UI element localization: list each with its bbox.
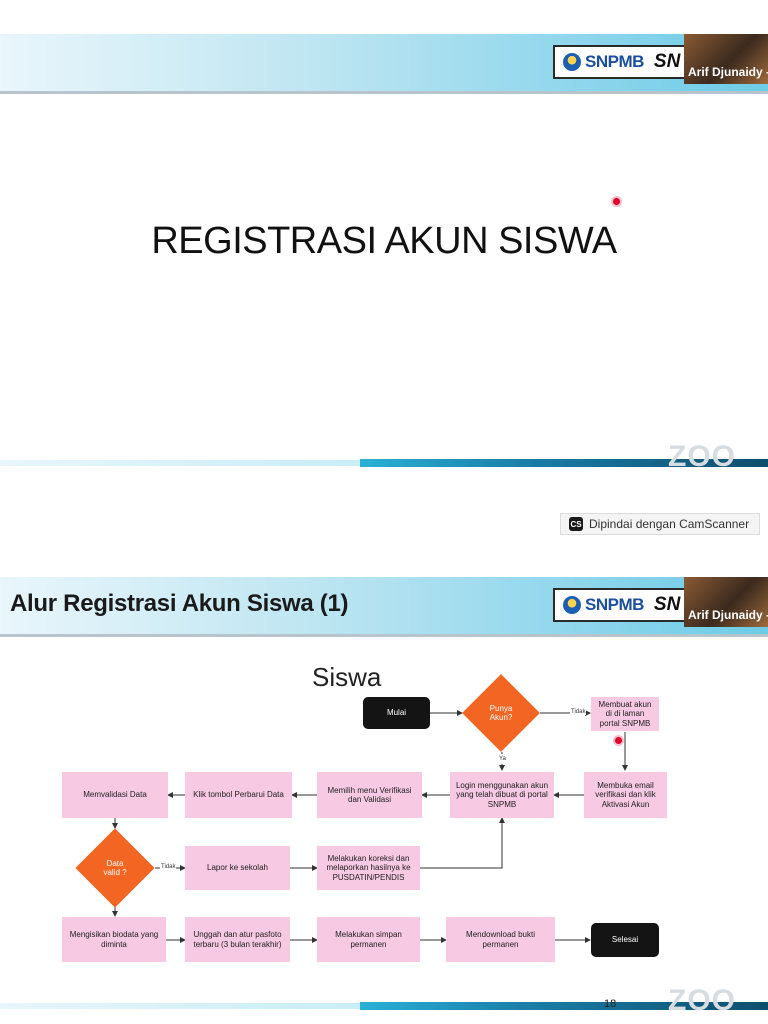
edge-label-tidak-akun: Tidak xyxy=(570,709,587,715)
node-membuka-email-label: Membuka email verifikasi dan klik Aktiva… xyxy=(595,781,656,809)
slide1-header-divider xyxy=(0,91,768,94)
slide1-title: REGISTRASI AKUN SISWA xyxy=(151,220,617,262)
node-mengisikan-biodata: Mengisikan biodata yang diminta xyxy=(62,917,166,962)
slide2-footer-band-light xyxy=(0,1003,360,1009)
node-mulai: Mulai xyxy=(363,697,430,729)
node-punya-akun-label: Punya Akun? xyxy=(489,703,513,722)
node-simpan-permanen: Melakukan simpan permanen xyxy=(317,917,420,962)
node-melakukan-koreksi-label: Melakukan koreksi dan melaporkan hasilny… xyxy=(326,854,411,882)
camscanner-icon: CS xyxy=(569,517,583,531)
slide1-footer-band-dark xyxy=(360,459,768,467)
laser-pointer-dot xyxy=(613,198,620,205)
snpmb-logo-text: SNPMB xyxy=(585,52,644,71)
node-klik-perbarui-label: Klik tombol Perbarui Data xyxy=(193,790,284,800)
node-download-bukti-label: Mendownload bukti permanen xyxy=(466,930,535,949)
node-memilih-menu: Memilih menu Verifikasi dan Validasi xyxy=(317,772,422,818)
node-data-valid-label: Data valid ? xyxy=(103,858,127,877)
node-unggah-pasfoto-label: Unggah dan atur pasfoto terbaru (3 bulan… xyxy=(193,930,282,949)
node-membuat-akun-label: Membuat akun di di laman portal SNPMB xyxy=(598,700,652,728)
slide2-title: Alur Registrasi Akun Siswa (1) xyxy=(10,590,349,617)
snpmb-emblem-icon xyxy=(563,53,581,71)
slide2-footer-band-dark xyxy=(360,1002,768,1010)
presenter-name: Arif Djunaidy -... xyxy=(688,65,768,79)
node-login: Login menggunakan akun yang telah dibuat… xyxy=(450,772,554,818)
slide1-footer-band-light xyxy=(0,460,360,466)
edge-label-ya-akun: Ya xyxy=(498,756,507,762)
node-download-bukti: Mendownload bukti permanen xyxy=(446,917,555,962)
snpmb-logo-secondary: SN xyxy=(653,51,681,72)
presenter-video-tile-2: Arif Djunaidy -... xyxy=(684,577,768,627)
camscanner-badge: CS Dipindai dengan CamScanner xyxy=(560,513,760,535)
node-mengisikan-biodata-label: Mengisikan biodata yang diminta xyxy=(69,930,159,949)
zoom-watermark-2: ZOO xyxy=(668,984,736,1017)
snpmb-logo-secondary: SN xyxy=(653,594,681,615)
node-memilih-menu-label: Memilih menu Verifikasi dan Validasi xyxy=(327,785,412,804)
laser-pointer-dot-2 xyxy=(615,737,622,744)
node-memvalidasi: Memvalidasi Data xyxy=(62,772,168,818)
node-selesai-label: Selesai xyxy=(611,935,639,945)
node-lapor-sekolah-label: Lapor ke sekolah xyxy=(207,863,268,873)
node-login-label: Login menggunakan akun yang telah dibuat… xyxy=(455,781,549,809)
node-simpan-permanen-label: Melakukan simpan permanen xyxy=(335,930,402,949)
snpmb-logo: SNPMB SN xyxy=(553,45,693,79)
node-membuat-akun: Membuat akun di di laman portal SNPMB xyxy=(591,697,659,731)
node-membuka-email: Membuka email verifikasi dan klik Aktiva… xyxy=(584,772,667,818)
slide2-header-divider xyxy=(0,634,768,637)
slide-page-number: 18 xyxy=(604,998,617,1010)
node-data-valid: Data valid ? xyxy=(75,828,155,908)
snpmb-logo-text: SNPMB xyxy=(585,595,644,614)
presenter-name: Arif Djunaidy -... xyxy=(688,608,768,622)
zoom-watermark: ZOO xyxy=(668,440,736,473)
node-mulai-label: Mulai xyxy=(386,708,407,718)
presenter-video-tile: Arif Djunaidy -... xyxy=(684,34,768,84)
edge-label-tidak-valid: Tidak xyxy=(160,864,177,870)
snpmb-emblem-icon xyxy=(563,596,581,614)
node-punya-akun: Punya Akun? xyxy=(462,674,540,752)
node-unggah-pasfoto: Unggah dan atur pasfoto terbaru (3 bulan… xyxy=(185,917,290,962)
node-klik-perbarui: Klik tombol Perbarui Data xyxy=(185,772,292,818)
swimlane-title: Siswa xyxy=(312,662,382,692)
node-memvalidasi-label: Memvalidasi Data xyxy=(83,790,147,800)
node-selesai: Selesai xyxy=(591,923,659,957)
camscanner-text: Dipindai dengan CamScanner xyxy=(589,517,750,531)
node-melakukan-koreksi: Melakukan koreksi dan melaporkan hasilny… xyxy=(317,846,420,890)
node-lapor-sekolah: Lapor ke sekolah xyxy=(185,846,290,890)
edge-koreksi-login xyxy=(420,817,505,869)
